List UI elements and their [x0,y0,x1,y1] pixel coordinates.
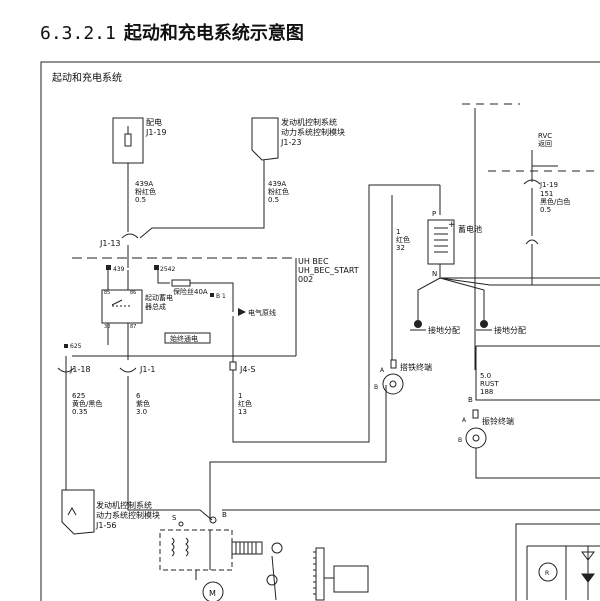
ground-2: 接地分配 [476,320,526,335]
relay-label-2: 器总成 [145,302,166,311]
bec-pin-625: 625 [70,343,82,350]
starter-terminal: 搭铁终端 A B [374,359,432,395]
uh-bec-line2: UH_BEC_START [298,266,359,275]
wire-151-color: 黑色/白色 [540,197,570,206]
starter-term-pin-b: B [374,384,378,391]
uh-bec-line1: UH BEC [298,257,329,266]
bec-pin-87: 87 [130,324,136,330]
wire-rust-circuit: 188 [480,388,493,396]
starter-pin-b: B [222,511,227,519]
wire-1-lower-size: 13 [238,408,247,416]
gen-term-pin-a: A [462,417,467,424]
starter-pin-s: S [172,514,177,522]
bec-pin-439: 439 [113,266,125,273]
fuse-block-name: 配电 [146,117,162,127]
ecm-top-line1: 发动机控制系统 [281,117,337,127]
starter-motor: S B M [159,511,369,601]
fuse-block: 配电 J1-19 [112,117,167,164]
wire-151-size: 0.5 [540,206,551,214]
bec-pin-30: 30 [104,324,110,330]
frame-title: 起动和充电系统 [52,71,122,84]
wire-439a-right-circuit: 439A [268,180,286,188]
page-heading: 6.3.2.1 起动和充电系统示意图 [40,22,304,46]
battery-pin-n: N [432,270,437,278]
wire-rust-size: 5.0 [480,372,491,380]
connector-j1-13: J1-13 [99,239,121,248]
connector-j4-s: J4-S [239,365,255,374]
generator-terminal: 5.0 RUST 188 B 振铃终端 A B [458,345,600,479]
rvc: RVC 返回 J1-19 151 黑色/白色 0.5 [523,132,570,285]
wire-625-color: 黄色/黑色 [72,399,102,408]
bec-pin-86: 86 [130,290,136,296]
ground-2-label: 接地分配 [494,325,526,335]
wire-1-upper-circuit: 1 [396,228,400,236]
wire-1-upper-size: 32 [396,244,405,252]
power-dist-label: 电气原线 [248,308,276,317]
rvc-line2: 返回 [538,140,552,148]
bec-pin-b1: B 1 [216,293,226,300]
generator: R [515,523,600,601]
ecm-bottom-pin: J1-56 [95,521,117,530]
rvc-connector: J1-19 [539,181,558,189]
page-title: 起动和充电系统示意图 [123,23,304,44]
wire-439a-left-size: 0.5 [135,196,146,204]
uh-bec-module: UH BEC UH_BEC_START 002 439 2542 85 86 3… [64,245,359,362]
starter-term-label: 搭铁终端 [400,362,432,372]
battery-pin-p: P [432,210,436,218]
starter-term-pin-a: A [380,367,385,374]
bec-pin-85: 85 [104,290,110,296]
wire-625-circuit: 625 [72,392,85,400]
ecm-top-line2: 动力系统控制模块 [281,127,345,137]
connector-j1-18: J1-18 [69,365,91,374]
wire-rust-color: RUST [480,380,499,388]
fuse-block-pin: J1-19 [145,128,167,137]
gen-term-pin-b-top: B [468,396,473,404]
connector-j1-1: J1-1 [139,365,155,374]
wire-439a-left-color: 粉红色 [135,187,156,196]
gen-term-label: 振铃终端 [482,416,514,426]
wire-625-size: 0.35 [72,408,88,416]
wire-439a-right-size: 0.5 [268,196,279,204]
wire-1-upper-color: 红色 [396,235,410,244]
ecm-bottom-line2: 动力系统控制模块 [96,510,160,520]
wire-439a-left-circuit: 439A [135,180,153,188]
ecm-top: 发动机控制系统 动力系统控制模块 J1-23 [251,117,345,161]
gen-term-pin-b: B [458,437,462,444]
uh-bec-line3: 002 [298,275,313,284]
ground-1-label: 接地分配 [428,325,460,335]
wire-1-lower-circuit: 1 [238,392,242,400]
battery: + P N 蓄电池 [417,210,600,320]
wire-6-circuit: 6 [136,392,141,400]
motor-label: M [209,589,216,598]
wire-439a-right-color: 粉红色 [268,187,289,196]
wire-6-color: 紫色 [136,399,150,408]
rvc-line1: RVC [538,132,552,140]
always-hot-label: 始终通电 [170,334,198,343]
fuse-40a-label: 保险丝40A [173,287,208,296]
bec-pin-2542: 2542 [160,266,175,273]
ecm-bottom-line1: 发动机控制系统 [96,500,152,510]
relay-label-1: 起动蓄电 [145,293,173,302]
diagram-frame [40,61,600,601]
battery-label: 蓄电池 [458,224,482,234]
ground-1: 接地分配 [410,320,460,335]
generator-r: R [545,570,549,577]
ecm-bottom: 发动机控制系统 动力系统控制模块 J1-56 [61,489,160,535]
ecm-top-pin: J1-23 [280,138,302,147]
wire-151-circuit: 151 [540,190,553,198]
section-number: 6.3.2.1 [40,23,116,44]
wire-6-size: 3.0 [136,408,147,416]
wire-1-lower-color: 红色 [238,399,252,408]
battery-plus: + [448,220,456,230]
